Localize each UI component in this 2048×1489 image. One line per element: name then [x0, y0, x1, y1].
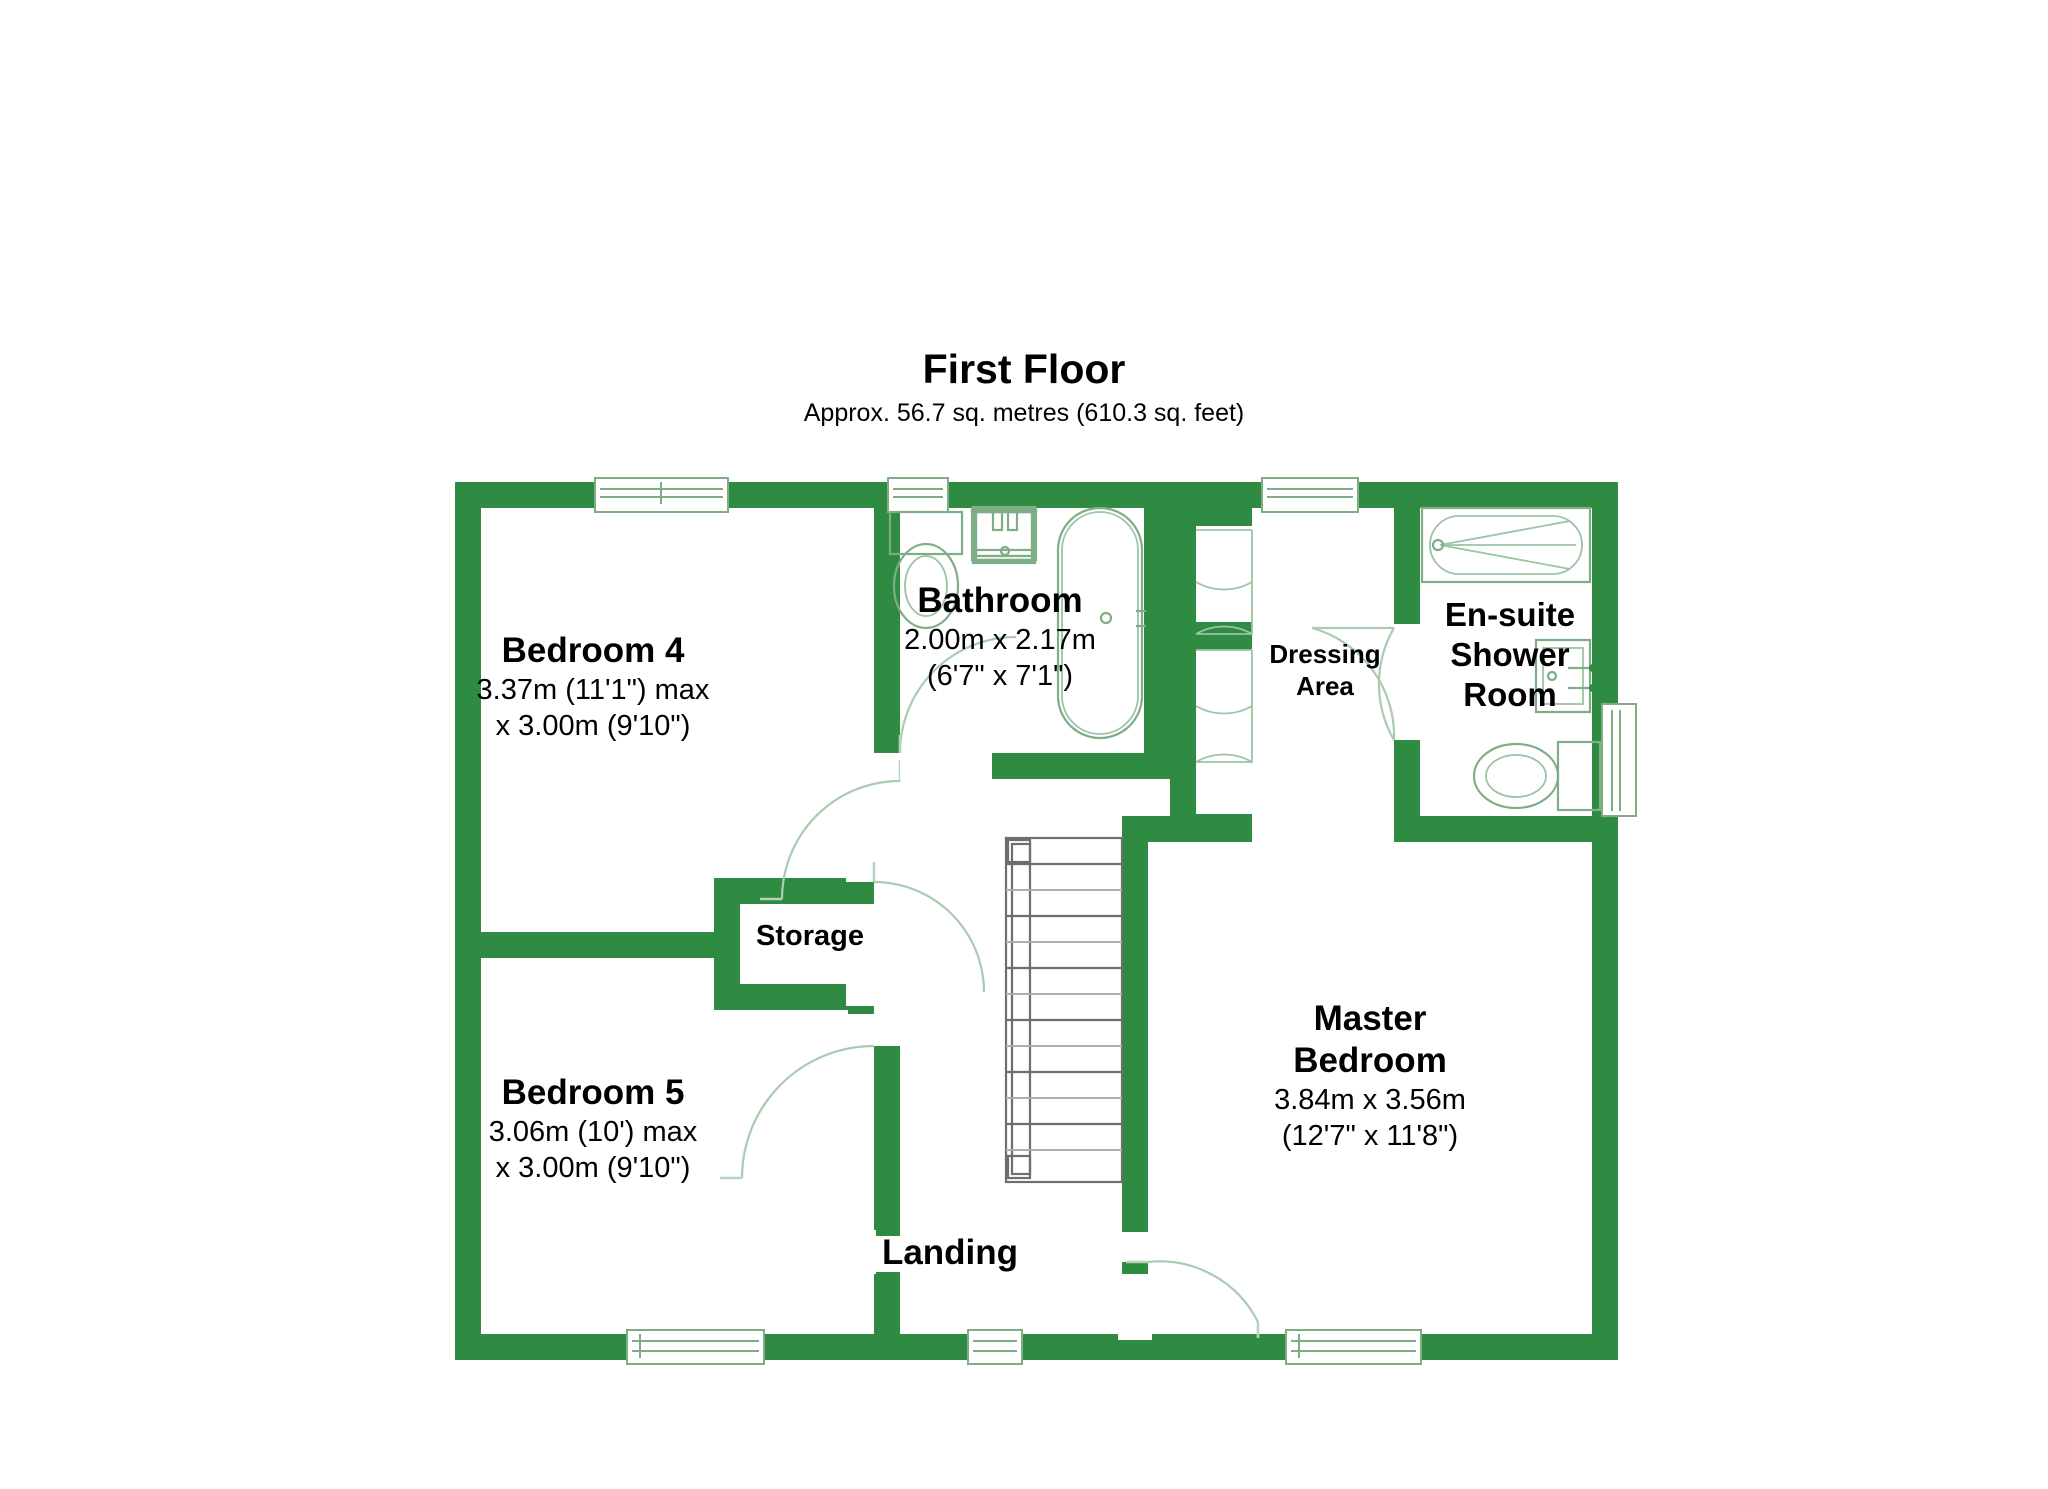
door-bedroom5	[720, 1014, 876, 1274]
wall-bottom-d	[1418, 1334, 1618, 1360]
wall-dressing-ensuite-vert	[1394, 508, 1420, 626]
basin-ensuite-icon	[1534, 638, 1597, 714]
wall-left-exterior	[455, 482, 481, 1360]
walls-group	[455, 482, 1618, 1360]
wall-dressing-spine	[1170, 482, 1196, 842]
fixtures-group	[888, 505, 1602, 1184]
wall-right-exterior	[1592, 482, 1618, 1360]
wall-top-right-a	[1355, 482, 1618, 508]
wardrobe-doors-upper	[1195, 529, 1253, 636]
toilet-ensuite-icon	[1472, 740, 1602, 812]
shower-tray-ensuite-icon	[1420, 506, 1592, 584]
window-ensuite-right	[1601, 703, 1637, 817]
wall-top-left-b	[728, 482, 888, 508]
wall-bathroom-right	[1144, 482, 1170, 779]
window-bedroom4-top	[594, 477, 729, 513]
toilet-bathroom-icon	[888, 510, 964, 630]
basin-bathroom-icon	[970, 505, 1038, 565]
wardrobe-doors-lower	[1195, 649, 1253, 764]
wall-storage-top	[714, 878, 874, 904]
wall-storage-right-stub-top	[848, 878, 874, 904]
wall-landing-bed5-vert-b	[874, 1272, 900, 1334]
wall-bottom-b	[762, 1334, 972, 1360]
wall-dressing-stub-top	[1196, 500, 1252, 526]
wall-master-left	[1122, 816, 1148, 1234]
window-bathroom-top	[887, 477, 949, 513]
wall-ensuite-bottom	[1394, 816, 1618, 842]
wall-bathroom-bottom-b	[990, 753, 1170, 779]
wall-bed4-bath-vert	[874, 482, 900, 779]
window-bedroom5-bottom	[626, 1329, 765, 1365]
wall-landing-bed5-vert	[874, 1046, 900, 1236]
window-landing-bottom	[967, 1329, 1023, 1365]
door-master-bedroom	[1118, 1232, 1260, 1340]
door-storage	[846, 858, 986, 1006]
wall-bed4-bed5-horiz	[481, 932, 740, 958]
window-dressing-top	[1261, 477, 1359, 513]
doors-group	[720, 529, 1422, 1340]
bathtub-bathroom-icon	[1056, 506, 1154, 740]
wall-bottom-a	[455, 1334, 629, 1360]
staircase-landing-icon	[1004, 836, 1124, 1184]
door-bathroom	[898, 635, 1017, 780]
door-ensuite	[1311, 624, 1422, 741]
wall-bottom-c	[1018, 1334, 1288, 1360]
window-master-bottom	[1285, 1329, 1422, 1365]
windows-group	[594, 477, 1637, 1365]
